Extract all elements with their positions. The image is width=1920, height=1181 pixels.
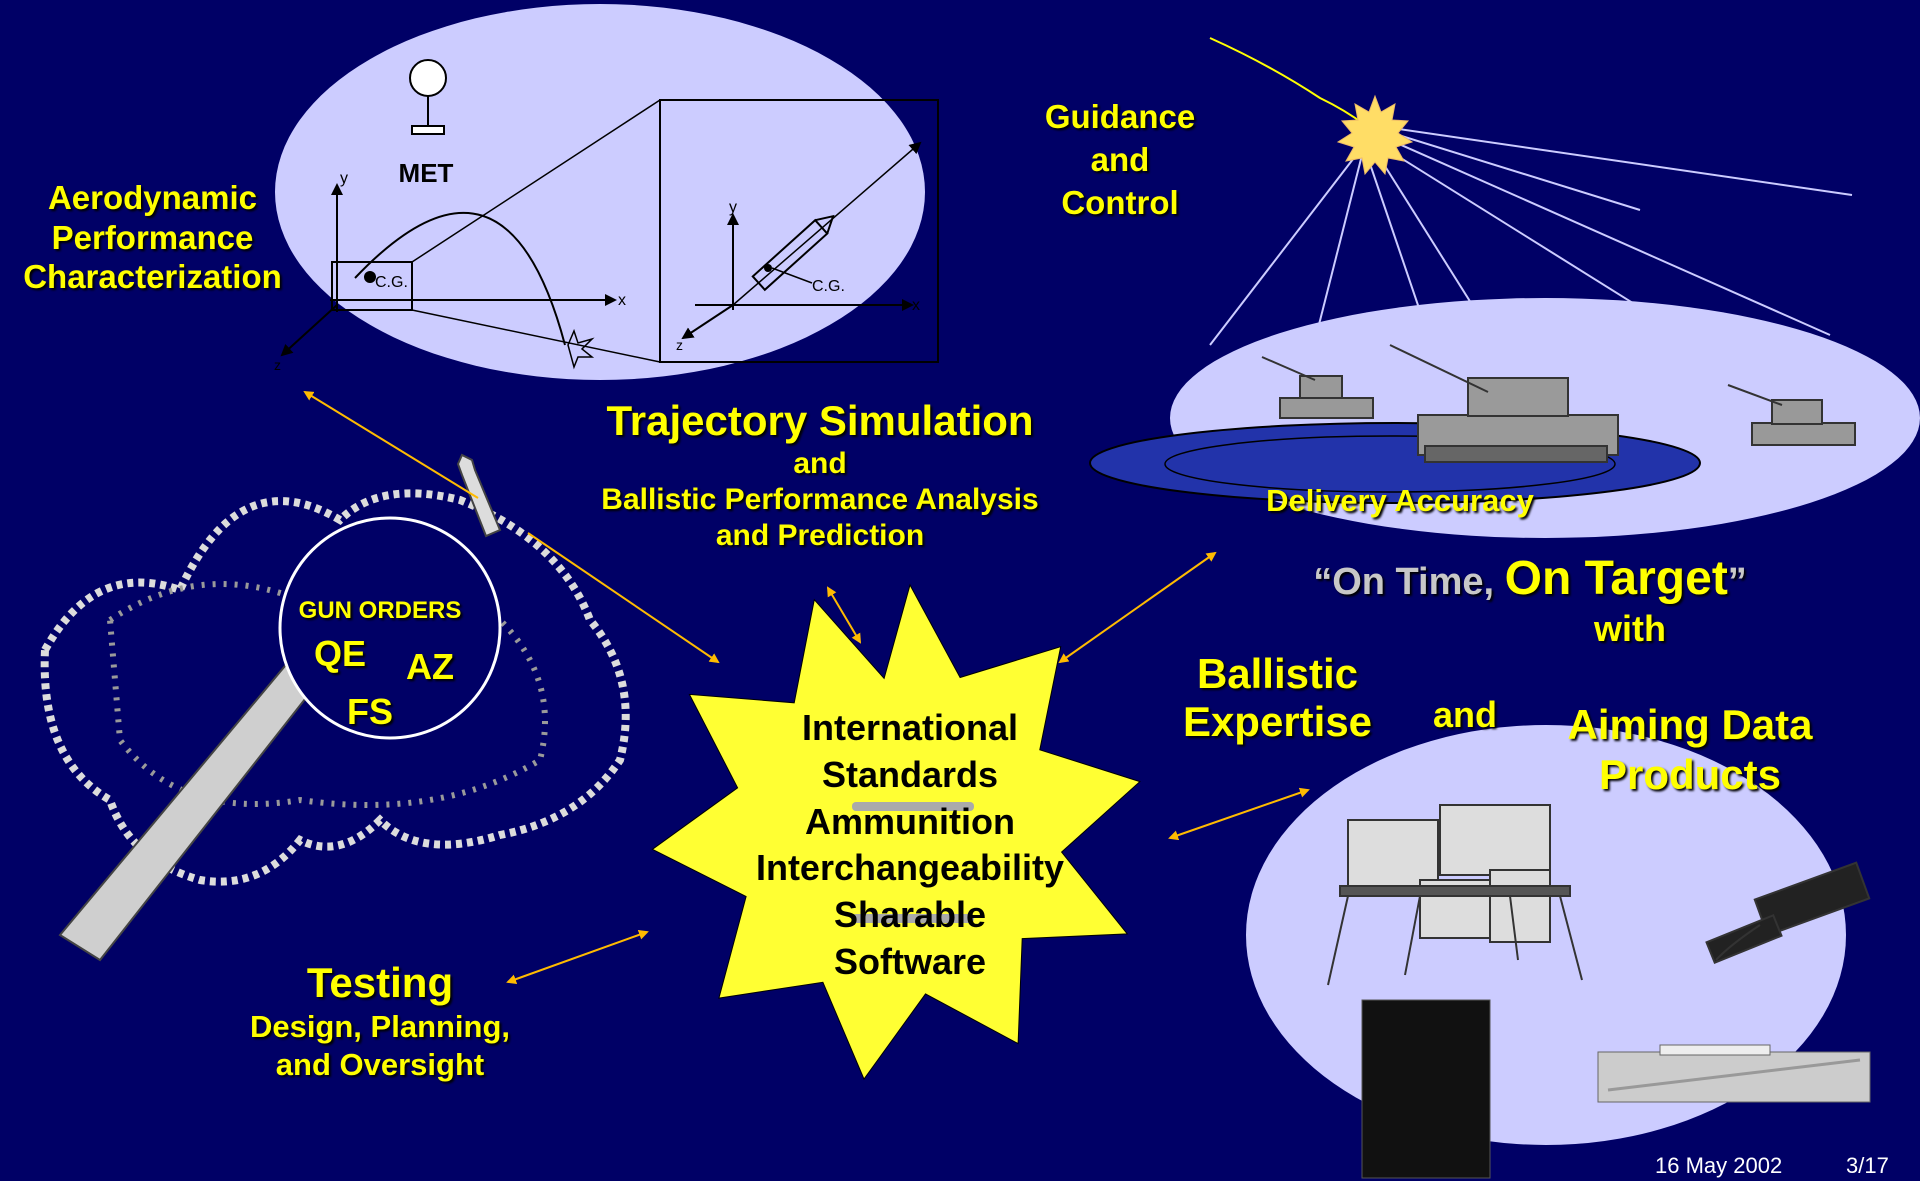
guidance-line-2: and bbox=[1090, 140, 1150, 178]
testing-line-2: Design, Planning, bbox=[249, 1009, 511, 1045]
and-label: and bbox=[1432, 694, 1497, 735]
inset-ellipse bbox=[275, 4, 925, 380]
trajectory-inset: C.G. C.G. y x z y x z bbox=[274, 4, 939, 380]
aiming-line-1: Aiming Data bbox=[1567, 701, 1813, 748]
trajectory-line-2: Ballistic Performance Analysis bbox=[601, 483, 1039, 517]
firing-tables-book-icon bbox=[1361, 999, 1491, 1179]
testing-title: Testing bbox=[306, 959, 454, 1006]
aero-performance-label: Aerodynamic Performance Characterization bbox=[0, 178, 305, 297]
qe-label: QE bbox=[313, 633, 366, 674]
trajectory-and: and bbox=[793, 447, 847, 481]
ballistic-line-1: Ballistic bbox=[1196, 650, 1359, 697]
cg-label-2: C.G. bbox=[812, 278, 845, 295]
guidance-line-3: Control bbox=[1061, 183, 1179, 221]
axis-y-label-2: y bbox=[729, 199, 737, 216]
aero-line-1: Aerodynamic bbox=[47, 179, 258, 216]
aiming-line-2: Products bbox=[1598, 751, 1782, 799]
comma-text: , bbox=[1483, 561, 1505, 603]
center-star bbox=[651, 583, 1141, 1081]
testing-label: Testing Design, Planning, and Oversight bbox=[200, 958, 560, 1083]
aiming-products bbox=[1246, 725, 1871, 1179]
on-time-on-target-label: “On Time, On Target” bbox=[1270, 550, 1790, 608]
ballistic-line-2: Expertise bbox=[1182, 698, 1373, 746]
testing-line-3: and Oversight bbox=[275, 1046, 485, 1082]
axis-x-label-2: x bbox=[912, 297, 920, 314]
delivery-area bbox=[1089, 298, 1920, 538]
met-label: MET bbox=[398, 158, 454, 188]
guidance-control-label: Guidance and Control bbox=[1015, 96, 1225, 225]
trajectory-title: Trajectory Simulation bbox=[606, 397, 1034, 444]
az-label: AZ bbox=[406, 646, 454, 687]
projectile-shell bbox=[456, 453, 502, 538]
projectile-icon bbox=[751, 214, 835, 292]
axis-y-label-1: y bbox=[340, 170, 348, 187]
satellite-icon bbox=[1336, 94, 1414, 176]
delivery-accuracy-label: Delivery Accuracy bbox=[1266, 483, 1534, 518]
met-balloon-icon bbox=[409, 59, 447, 97]
cg-label-1: C.G. bbox=[375, 274, 408, 291]
trajectory-line-3: and Prediction bbox=[715, 519, 925, 553]
computer-station-icon bbox=[1327, 804, 1583, 986]
axis-z-label-1: z bbox=[274, 357, 281, 373]
star-line-3: Ammunition bbox=[805, 800, 1015, 842]
calculator-icon bbox=[1705, 861, 1871, 964]
tank-icon bbox=[1261, 356, 1374, 419]
with-label: with bbox=[1594, 608, 1666, 649]
trajectory-simulation-label: Trajectory Simulation and Ballistic Perf… bbox=[520, 396, 1120, 554]
aero-line-3: Characterization bbox=[23, 258, 282, 296]
gun-firing-image bbox=[40, 453, 630, 962]
star-line-5: Sharable bbox=[833, 894, 987, 936]
close-quote: ” bbox=[1727, 561, 1747, 603]
fs-label: FS bbox=[346, 691, 393, 732]
ballistic-expertise-label: Ballistic Expertise bbox=[1150, 650, 1405, 747]
connector-arrows bbox=[303, 390, 1310, 984]
star-line-6: Software bbox=[833, 940, 987, 982]
gun-orders-title: GUN ORDERS bbox=[298, 597, 462, 624]
star-line-4: Interchangeability bbox=[755, 847, 1065, 889]
tank-icon bbox=[1727, 384, 1856, 446]
gun-orders-circle bbox=[278, 516, 502, 740]
open-quote: “ bbox=[1313, 561, 1333, 603]
footer-date: 16 May 2002 bbox=[1655, 1153, 1783, 1178]
aero-line-2: Performance bbox=[51, 218, 254, 256]
on-time-text: On Time bbox=[1332, 561, 1484, 603]
star-line-1: International bbox=[801, 707, 1019, 748]
graphical-firing-table-icon bbox=[1597, 1044, 1871, 1103]
on-target-text: On Target bbox=[1504, 552, 1728, 605]
tank-icon bbox=[1389, 344, 1619, 463]
axis-x-label-1: x bbox=[618, 292, 626, 309]
center-star-text: International Standards Ammunition Inter… bbox=[720, 705, 1100, 986]
axis-z-label-2: z bbox=[676, 337, 683, 353]
guidance-line-1: Guidance bbox=[1044, 98, 1196, 135]
aiming-data-products-label: Aiming Data Products bbox=[1530, 700, 1850, 801]
footer-page-number: 3/17 bbox=[1846, 1153, 1889, 1178]
star-line-2: Standards bbox=[821, 753, 999, 795]
